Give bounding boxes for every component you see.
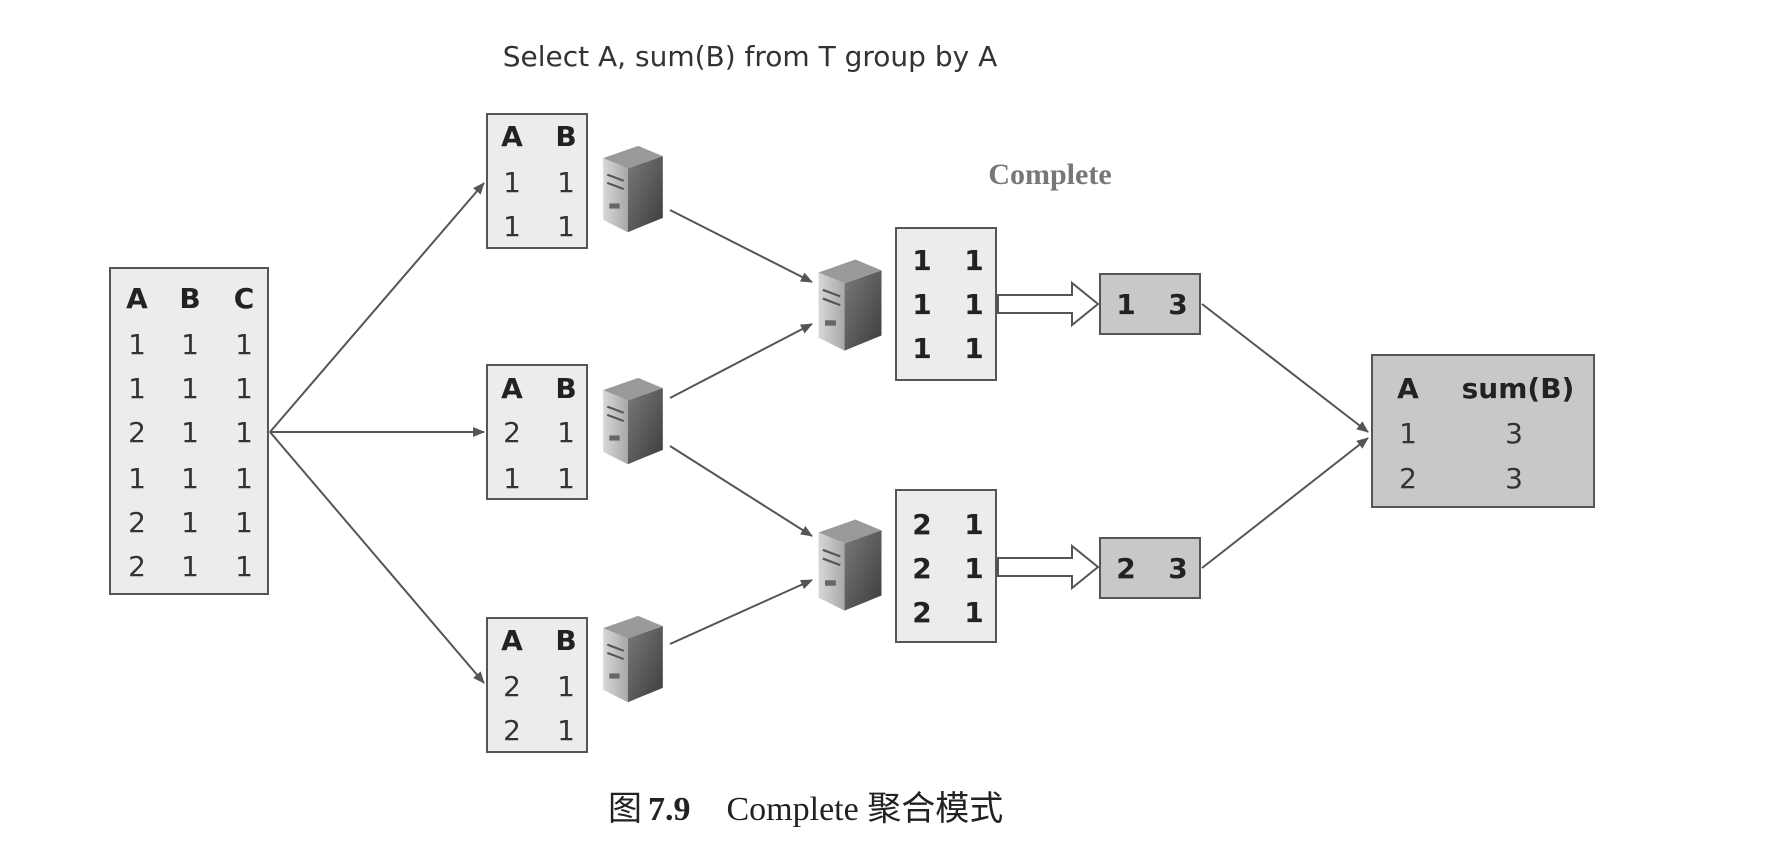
header-cell: B [555,372,576,405]
shuffled-table: 1 1 1 1 1 1 [895,227,997,381]
shuffled-table: 2 1 2 1 2 1 [895,489,997,643]
result-table: A sum(B) 1 3 2 3 [1371,354,1595,508]
table-cell: 1 [1116,288,1135,321]
table-cell: 2 [1116,552,1135,585]
table-cell: 1 [503,462,521,495]
table-cell: 1 [557,462,575,495]
table-cell: 1 [1399,417,1417,450]
header-cell: C [234,282,255,315]
server-icon [602,144,664,234]
table-cell: 1 [181,416,199,449]
mode-label: Complete [988,158,1111,191]
table-cell: 3 [1168,288,1187,321]
table-cell: 1 [964,288,983,321]
table-cell: 2 [503,670,521,703]
header-cell: B [179,282,200,315]
table-cell: 3 [1168,552,1187,585]
table-cell: 1 [964,508,983,541]
table-cell: 2 [912,596,931,629]
server-icon [602,614,664,704]
header-cell: A [126,282,148,315]
partition-table: A B 1 1 1 1 [486,113,588,249]
server-icon [817,518,883,612]
caption-prefix: 图 [608,791,642,828]
caption-number: 7.9 [648,791,691,828]
table-cell: 1 [181,328,199,361]
table-cell: 2 [912,508,931,541]
table-cell: 1 [912,332,931,365]
table-cell: 2 [503,416,521,449]
table-cell: 1 [181,462,199,495]
partial-result: 1 3 [1099,273,1201,335]
header-cell: sum(B) [1462,372,1575,405]
arrow [269,431,485,684]
merge-arrows [1201,303,1369,569]
block-arrow [997,280,1100,328]
table-cell: 1 [912,244,931,277]
table-cell: 1 [557,670,575,703]
table-cell: 1 [235,372,253,405]
table-cell: 1 [557,416,575,449]
table-cell: 1 [235,550,253,583]
table-cell: 1 [964,332,983,365]
table-cell: 1 [235,506,253,539]
table-cell: 2 [912,552,931,585]
table-cell: 1 [181,372,199,405]
header-cell: A [501,120,523,153]
partial-result: 2 3 [1099,537,1201,599]
table-cell: 1 [128,372,146,405]
table-cell: 1 [964,596,983,629]
table-cell: 3 [1505,417,1523,450]
table-cell: 1 [235,416,253,449]
distribution-arrows [269,182,485,684]
table-cell: 1 [557,714,575,747]
aggregate-arrows [997,280,1100,591]
header-cell: B [555,624,576,657]
table-cell: 3 [1505,462,1523,495]
partition-table: A B 2 1 2 1 [486,617,588,753]
arrow [269,182,485,433]
table-cell: 2 [1399,462,1417,495]
server-icon [602,376,664,466]
table-cell: 1 [964,552,983,585]
block-arrow [997,543,1100,591]
table-cell: 1 [964,244,983,277]
table-cell: 1 [912,288,931,321]
arrow [669,445,813,537]
table-cell: 2 [128,550,146,583]
arrow [669,323,813,399]
query-title: Select A, sum(B) from T group by A [503,40,997,73]
arrow [669,579,813,645]
table-cell: 2 [128,506,146,539]
source-table: A B C 1 1 1 1 1 1 2 1 1 1 1 1 2 1 1 2 1 … [109,267,269,595]
table-cell: 1 [128,462,146,495]
partition-table: A B 2 1 1 1 [486,364,588,500]
header-cell: B [555,120,576,153]
table-cell: 1 [181,550,199,583]
table-cell: 2 [128,416,146,449]
server-icon [817,258,883,352]
arrow [1201,437,1369,569]
table-cell: 2 [503,714,521,747]
table-cell: 1 [235,328,253,361]
table-cell: 1 [181,506,199,539]
table-cell: 1 [128,328,146,361]
arrow [1201,303,1369,433]
table-cell: 1 [503,166,521,199]
table-cell: 1 [503,210,521,243]
caption-text: Complete 聚合模式 [727,790,1004,828]
table-cell: 1 [557,166,575,199]
arrow [669,209,813,283]
header-cell: A [1397,372,1419,405]
header-cell: A [501,372,523,405]
table-cell: 1 [557,210,575,243]
shuffle-arrows [669,209,813,645]
table-cell: 1 [235,462,253,495]
header-cell: A [501,624,523,657]
